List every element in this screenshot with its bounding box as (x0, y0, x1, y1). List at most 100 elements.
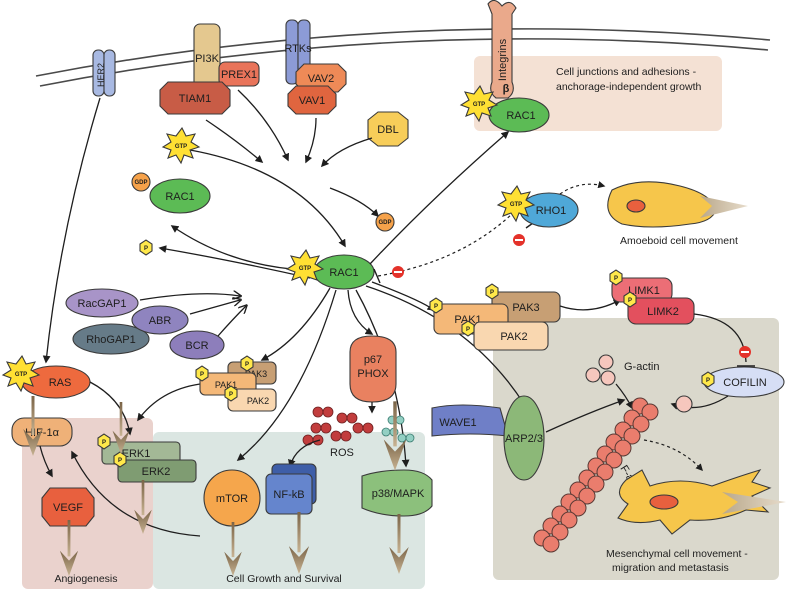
svg-text:PAK2: PAK2 (247, 396, 269, 406)
gtp-starburst-icon: GTP (161, 126, 201, 165)
svg-text:Integrins: Integrins (497, 38, 509, 81)
nfkb-node: NF-kB (265, 463, 317, 515)
svg-text:P: P (144, 246, 148, 252)
gtp-starburst-icon: GTP (1, 354, 41, 393)
svg-text:PAK3: PAK3 (245, 369, 267, 379)
svg-text:P: P (490, 290, 494, 296)
prex1-node: PREX1 (218, 61, 260, 87)
limk-inhibits-cofilin (693, 313, 755, 367)
svg-text:p38/MAPK: p38/MAPK (372, 488, 425, 500)
bcr-node: BCR (169, 330, 225, 360)
svg-text:P: P (628, 298, 632, 304)
phosphate-hexagon-icon: P (240, 355, 254, 372)
rac1-top-node: RAC1 (488, 97, 550, 133)
wave1-node: WAVE1 (431, 404, 509, 437)
vegf-node: VEGF (41, 487, 95, 527)
svg-text:GTP: GTP (473, 102, 485, 108)
phosphate-hexagon-icon: P (461, 320, 475, 337)
svg-text:PREX1: PREX1 (221, 69, 257, 81)
gtp-starburst-icon: GTP (496, 184, 536, 223)
svg-text:P: P (434, 304, 438, 310)
racgap1-node: RacGAP1 (65, 288, 139, 318)
svg-text:BCR: BCR (185, 340, 208, 352)
svg-text:p67: p67 (364, 354, 382, 366)
phosphate-hexagon-icon: P (195, 365, 209, 382)
svg-text:β: β (503, 83, 510, 95)
tiam1-node: TIAM1 (159, 81, 231, 115)
rho1-node: RHO1 (519, 192, 579, 228)
svg-text:RAS: RAS (49, 377, 72, 389)
svg-text:RAC1: RAC1 (329, 267, 358, 279)
g-actin-cluster: G-actin (585, 354, 659, 386)
amoeboid-caption: Amoeboid cell movement (620, 235, 738, 247)
svg-text:RHO1: RHO1 (536, 205, 567, 217)
angiogenesis-caption: Angiogenesis (54, 573, 117, 585)
mesenchymal-caption-1: Mesenchymal cell movement - (606, 548, 748, 560)
gdp-circle-icon: GDP (375, 212, 395, 232)
mtor-node: mTOR (203, 469, 261, 527)
svg-text:PAK3: PAK3 (512, 302, 539, 314)
svg-text:GTP: GTP (15, 372, 27, 378)
arp23-node: ARP2/3 (503, 395, 545, 481)
svg-text:P: P (466, 327, 470, 333)
svg-text:G-actin: G-actin (624, 361, 659, 373)
svg-text:DBL: DBL (377, 124, 398, 136)
p38-mapk-node: p38/MAPK (361, 469, 433, 517)
g-actin-monomer (675, 395, 693, 413)
phosphate-hexagon-icon: P (623, 291, 637, 308)
vav1-node: VAV1 (287, 85, 337, 115)
growth-caption: Cell Growth and Survival (226, 573, 342, 585)
amoeboid-cell-icon (607, 181, 748, 228)
gtp-starburst-icon: GTP (285, 248, 325, 287)
svg-text:VAV1: VAV1 (299, 95, 326, 107)
svg-text:GDP: GDP (378, 220, 391, 226)
cofilin-node: COFILIN (703, 366, 785, 398)
svg-text:P: P (245, 362, 249, 368)
svg-text:PHOX: PHOX (357, 368, 389, 380)
svg-text:RacGAP1: RacGAP1 (78, 298, 127, 310)
phosphate-hexagon-icon: P (609, 269, 623, 286)
phosphate-hexagon-icon: P (139, 239, 153, 256)
phosphate-hexagon-icon: P (701, 371, 715, 388)
svg-text:RAC1: RAC1 (165, 191, 194, 203)
svg-text:P: P (614, 276, 618, 282)
svg-text:TIAM1: TIAM1 (179, 93, 211, 105)
pak-main-cluster: PAK3 PAK1 PAK2 (433, 291, 561, 351)
ros-label: ROS (330, 447, 354, 459)
svg-text:ERK1: ERK1 (122, 448, 151, 460)
svg-text:LIMK2: LIMK2 (647, 306, 679, 318)
svg-text:PI3K: PI3K (195, 53, 220, 65)
svg-text:GTP: GTP (299, 266, 311, 272)
phosphate-hexagon-icon: P (113, 451, 127, 468)
svg-text:P: P (200, 372, 204, 378)
dbl-node: DBL (367, 111, 409, 147)
svg-text:VEGF: VEGF (53, 502, 83, 514)
limk2-node: LIMK2 (627, 297, 695, 325)
junction-caption-2: anchorage-independent growth (556, 81, 702, 93)
svg-text:GDP: GDP (134, 180, 147, 186)
svg-text:RAC1: RAC1 (506, 110, 535, 122)
svg-text:LIMK1: LIMK1 (628, 285, 660, 297)
svg-text:PAK1: PAK1 (454, 314, 481, 326)
rac1-inhibits-rho1 (373, 213, 541, 284)
rac1-center-node: RAC1 (313, 254, 375, 290)
phosphate-hexagon-icon: P (429, 297, 443, 314)
phosphate-hexagon-icon: P (97, 433, 111, 450)
svg-text:GTP: GTP (175, 144, 187, 150)
svg-text:P: P (229, 392, 233, 398)
gdp-circle-icon (131, 172, 151, 192)
pak-small-cluster: PAK3 PAK1 PAK2 (199, 361, 277, 412)
svg-text:RTKs: RTKs (284, 43, 312, 55)
her2-receptor: HER2 (92, 49, 116, 97)
svg-text:RhoGAP1: RhoGAP1 (86, 334, 136, 346)
f-actin-filament (533, 397, 659, 553)
svg-text:mTOR: mTOR (216, 493, 248, 505)
ros-molecules (302, 406, 374, 446)
mesenchymal-caption-2: migration and metastasis (612, 562, 729, 574)
svg-text:P: P (706, 378, 710, 384)
her2-label: HER2 (96, 63, 106, 87)
svg-text:ERK2: ERK2 (142, 466, 171, 478)
svg-text:NF-kB: NF-kB (273, 489, 304, 501)
p67-phox-node: p67 PHOX (349, 335, 397, 403)
